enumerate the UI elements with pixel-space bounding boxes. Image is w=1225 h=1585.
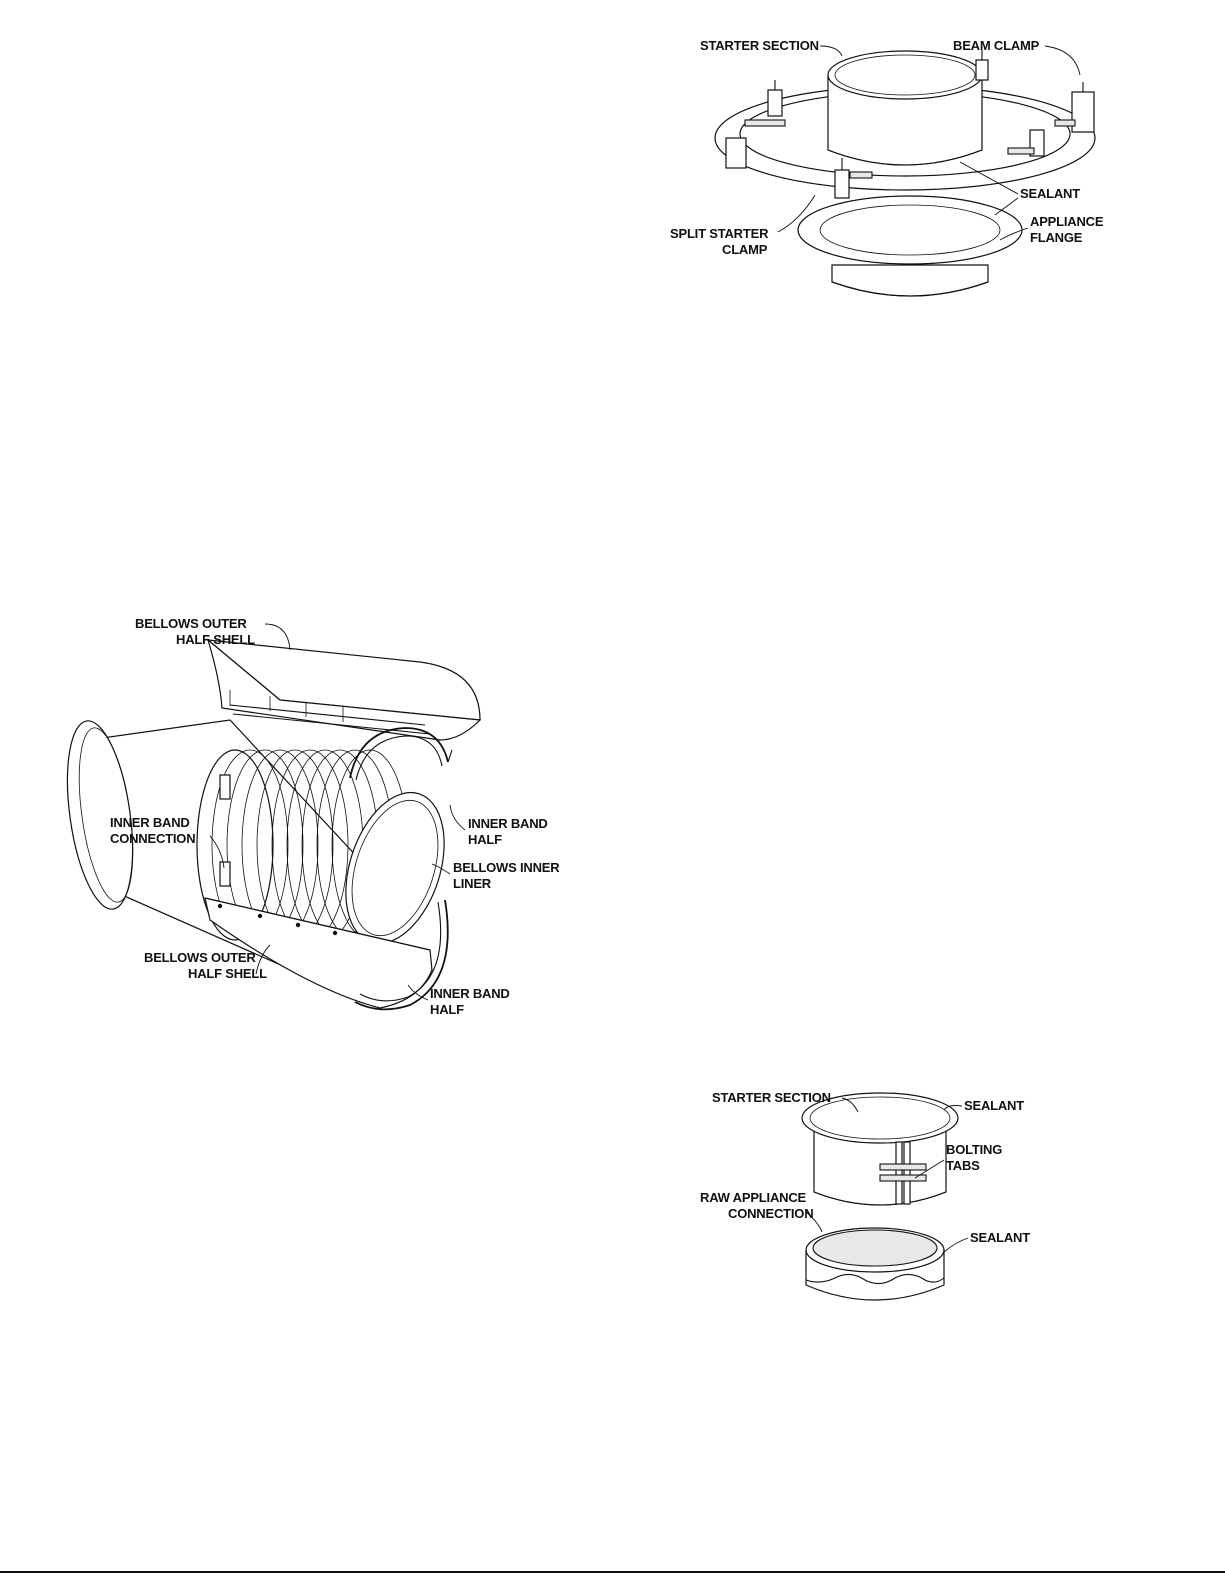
label-inner-band-connection-2: CONNECTION [110, 831, 195, 846]
label-bellows-outer-bottom-2: HALF SHELL [188, 966, 267, 981]
label-tabs: TABS [946, 1158, 980, 1173]
label-sealant-top: SEALANT [964, 1098, 1024, 1113]
label-appliance: APPLIANCE [1030, 214, 1104, 229]
label-inner-band-half-bottom-2: HALF [430, 1002, 464, 1017]
beam-clamp-back [976, 50, 988, 80]
label-raw-appliance-1: RAW APPLIANCE [700, 1190, 807, 1205]
label-inner-band-half-top-1: INNER BAND [468, 816, 548, 831]
label-flange: FLANGE [1030, 230, 1083, 245]
label-starter-section: STARTER SECTION [700, 38, 819, 53]
raw-appliance-connection [806, 1228, 944, 1300]
page-bottom-rule [0, 1571, 1225, 1573]
label-inner-band-half-bottom-1: INNER BAND [430, 986, 510, 1001]
label-beam-clamp: BEAM CLAMP [953, 38, 1040, 53]
label-starter-section-raw: STARTER SECTION [712, 1090, 831, 1105]
starter-section-raw [802, 1093, 958, 1205]
starter-section [828, 51, 982, 165]
label-bellows-outer-top-1: BELLOWS OUTER [135, 616, 247, 631]
label-sealant: SEALANT [1020, 186, 1080, 201]
label-sealant-bottom: SEALANT [970, 1230, 1030, 1245]
appliance-flange [798, 196, 1022, 296]
label-bellows-inner-liner-2: LINER [453, 876, 492, 891]
label-bellows-outer-top-2: HALF SHELL [176, 632, 255, 647]
label-raw-appliance-2: CONNECTION [728, 1206, 813, 1221]
label-inner-band-connection-1: INNER BAND [110, 815, 190, 830]
label-bellows-outer-bottom-1: BELLOWS OUTER [144, 950, 256, 965]
raw-connection-diagram: STARTER SECTION SEALANT BOLTING TABS RAW… [700, 1080, 1120, 1320]
label-clamp: CLAMP [722, 242, 768, 257]
starter-clamp-diagram: STARTER SECTION BEAM CLAMP SEALANT SPLIT… [660, 20, 1140, 310]
label-inner-band-half-top-2: HALF [468, 832, 502, 847]
label-bolting-1: BOLTING [946, 1142, 1002, 1157]
label-split-starter: SPLIT STARTER [670, 226, 769, 241]
label-bellows-inner-liner-1: BELLOWS INNER [453, 860, 560, 875]
bellows-outer-half-shell-top [208, 640, 480, 740]
bellows-diagram: BELLOWS OUTER HALF SHELL INNER BAND CONN… [60, 610, 580, 1030]
